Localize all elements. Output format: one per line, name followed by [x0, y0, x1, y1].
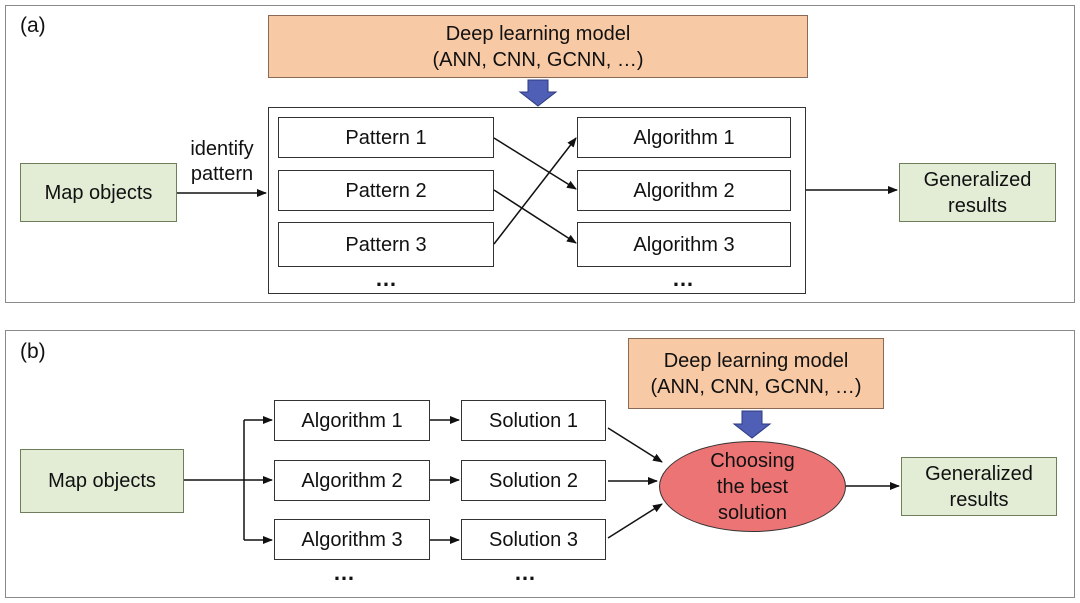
pattern-word: pattern — [190, 163, 254, 185]
choose-line1: Choosing — [710, 449, 795, 472]
panel-b-model-box: Deep learning model (ANN, CNN, GCNN, …) — [628, 338, 884, 409]
arrow-pattern1-to-algorithm2 — [493, 137, 577, 190]
panel-b-model-list: (ANN, CNN, GCNN, …) — [650, 375, 862, 398]
arrow-solution1-to-choose — [607, 427, 663, 463]
solution-box-2: Solution 2 — [461, 460, 606, 501]
panel-a-output-line2: results — [948, 194, 1007, 217]
panel-b-algorithm-box-1: Algorithm 1 — [274, 400, 430, 441]
panel-b-output-box: Generalized results — [901, 457, 1057, 516]
panel-a-input-box: Map objects — [20, 163, 177, 222]
block-arrow-a — [518, 79, 558, 107]
choose-line2: the best — [716, 475, 789, 498]
identify-word: identify — [190, 138, 254, 160]
panel-a-algorithm-box-3: Algorithm 3 — [577, 222, 791, 267]
pattern-box-1: Pattern 1 — [278, 117, 494, 158]
panel-b-algorithm-box-3: Algorithm 3 — [274, 519, 430, 560]
panel-a-output-box: Generalized results — [899, 163, 1056, 222]
panel-b-algorithm-ellipsis: … — [333, 560, 356, 585]
panel-b-label: (b) — [20, 340, 46, 363]
panel-b-solution-ellipsis: … — [514, 560, 537, 585]
solution-box-3: Solution 3 — [461, 519, 606, 560]
panel-a-identify-label: identify pattern — [182, 137, 262, 187]
panel-a-algorithm-ellipsis: … — [672, 266, 695, 291]
arrow-pattern2-to-algorithm3 — [493, 189, 577, 244]
panel-a-pattern-ellipsis: … — [375, 266, 398, 291]
panel-b-algorithm-box-2: Algorithm 2 — [274, 460, 430, 501]
panel-a-label: (a) — [20, 14, 46, 37]
block-arrow-b — [732, 410, 772, 439]
panel-b-input-box: Map objects — [20, 449, 184, 513]
panel-b-output-line2: results — [949, 488, 1009, 511]
choose-line3: solution — [718, 501, 787, 524]
pattern-box-3: Pattern 3 — [278, 222, 494, 267]
panel-a-model-list: (ANN, CNN, GCNN, …) — [432, 48, 644, 71]
panel-a-output-line1: Generalized — [923, 168, 1032, 191]
arrow-solution3-to-choose — [607, 503, 663, 539]
panel-a-model-title: Deep learning model — [445, 22, 631, 45]
choose-best-solution-ellipse: Choosing the best solution — [659, 441, 846, 532]
panel-a-algorithm-box-2: Algorithm 2 — [577, 170, 791, 211]
panel-b-model-title: Deep learning model — [663, 349, 849, 372]
solution-box-1: Solution 1 — [461, 400, 606, 441]
arrow-pattern3-to-algorithm1 — [493, 137, 577, 245]
pattern-box-2: Pattern 2 — [278, 170, 494, 211]
panel-b-output-line1: Generalized — [925, 462, 1033, 485]
panel-a-model-box: Deep learning model (ANN, CNN, GCNN, …) — [268, 15, 808, 78]
panel-a-algorithm-box-1: Algorithm 1 — [577, 117, 791, 158]
